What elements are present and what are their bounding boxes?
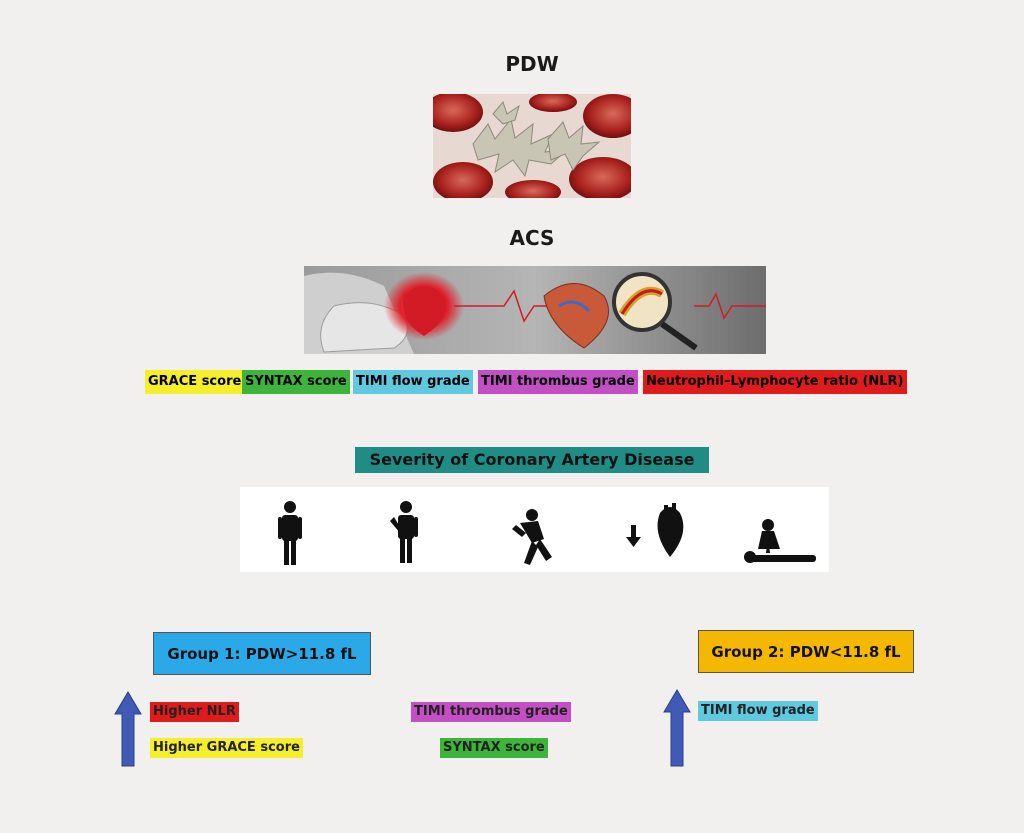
group1-box: Group 1: PDW>11.8 fL xyxy=(153,632,371,675)
score-tag-nlr: Neutrophil–Lymphocyte ratio (NLR) xyxy=(643,370,907,394)
score-tag-syntax: SYNTAX score xyxy=(242,370,350,394)
score-tag-timi-thrombus: TIMI thrombus grade xyxy=(478,370,638,394)
finding-timi-thrombus: TIMI thrombus grade xyxy=(411,702,571,722)
group2-increase-arrow-icon xyxy=(663,689,691,767)
finding-timi-flow: TIMI flow grade xyxy=(698,701,818,721)
pdw-heading: PDW xyxy=(505,52,559,76)
group2-box: Group 2: PDW<11.8 fL xyxy=(698,630,914,673)
chest-pain-person-icon xyxy=(390,501,418,563)
finding-higher-grace: Higher GRACE score xyxy=(150,738,303,758)
cpr-icon xyxy=(744,519,816,563)
heart-down-arrow-icon xyxy=(626,503,684,557)
collapsing-person-icon xyxy=(512,509,552,565)
finding-syntax: SYNTAX score xyxy=(440,738,548,758)
acs-heading: ACS xyxy=(509,226,555,250)
severity-title: Severity of Coronary Artery Disease xyxy=(355,447,709,473)
platelet-image xyxy=(433,94,631,198)
severity-stage-strip xyxy=(240,487,829,572)
score-tag-timi-flow: TIMI flow grade xyxy=(353,370,473,394)
finding-higher-nlr: Higher NLR xyxy=(150,702,239,722)
score-tag-grace: GRACE score xyxy=(145,370,245,394)
standing-person-icon xyxy=(278,501,302,565)
group1-increase-arrow-icon xyxy=(114,691,142,767)
acs-image xyxy=(304,266,766,354)
